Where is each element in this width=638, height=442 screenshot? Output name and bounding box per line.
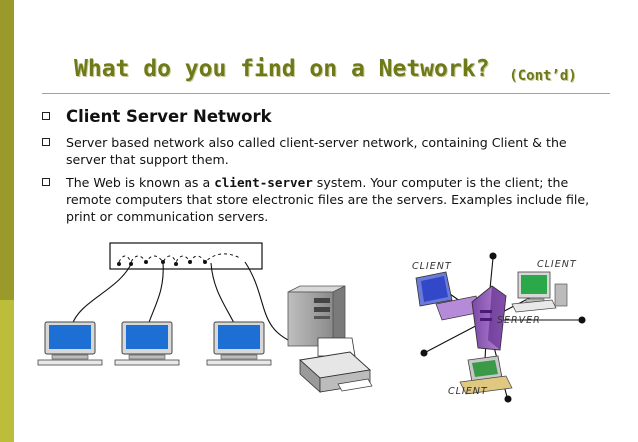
client-workstation: [415, 271, 483, 321]
label-client-left: CLIENT: [412, 261, 452, 272]
bullet-list: Client Server Network Server based netwo…: [42, 106, 602, 231]
network-cables: [71, 261, 301, 346]
printer: [298, 337, 373, 393]
title-text: What do you find on a Network?: [74, 56, 490, 82]
bullet-text: The Web is known as a client-server syst…: [66, 174, 602, 225]
slide-title: What do you find on a Network? (Cont’d): [74, 56, 577, 84]
title-suffix: (Cont’d): [509, 68, 577, 84]
square-bullet-icon: [42, 138, 50, 146]
bullet-item: The Web is known as a client-server syst…: [42, 174, 602, 225]
label-client-bottom: CLIENT: [448, 386, 488, 397]
accent-bar-top: [0, 0, 14, 300]
label-client-right: CLIENT: [537, 259, 577, 270]
client-computer: [206, 321, 272, 366]
square-bullet-icon: [42, 112, 50, 120]
section-heading: Client Server Network: [66, 107, 272, 126]
bullet-text-part: The Web is known as a: [66, 175, 215, 190]
accent-bar-bottom: [0, 300, 14, 442]
central-server: [471, 285, 507, 351]
client-workstation: [459, 355, 513, 395]
network-hub: [109, 242, 263, 270]
bullet-item: Server based network also called client-…: [42, 134, 602, 168]
bullet-text-part: system. Your computer is the client; the…: [66, 175, 590, 224]
label-server: SERVER: [497, 315, 541, 326]
bullet-text: Server based network also called client-…: [66, 135, 567, 167]
server-tower: [287, 285, 346, 347]
client-workstation: [511, 271, 568, 313]
square-bullet-icon: [42, 178, 50, 186]
client-computer: [114, 321, 180, 366]
client-computer: [37, 321, 103, 366]
bullet-heading: Client Server Network: [42, 106, 602, 128]
title-divider: [42, 93, 610, 94]
bullet-text-bold: client-server: [214, 175, 313, 190]
